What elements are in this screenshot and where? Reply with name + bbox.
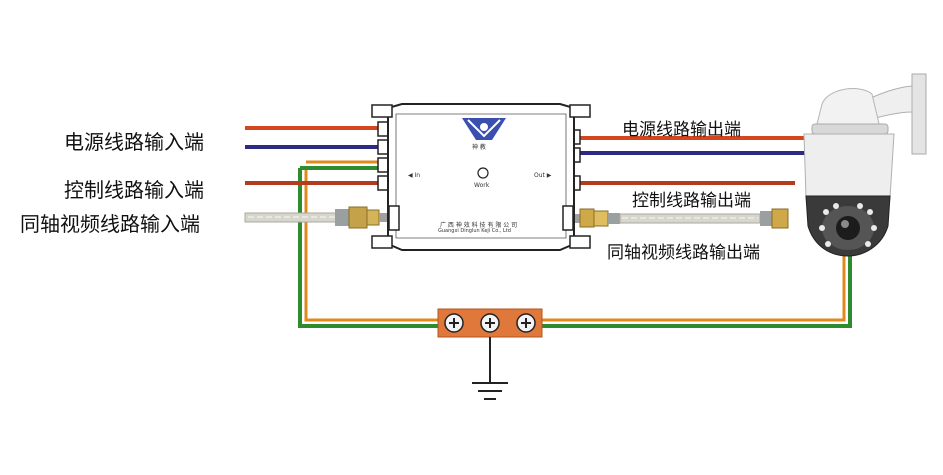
coax-output-label: 同轴视频线路输出端 [607, 243, 760, 263]
control-output-label: 控制线路输出端 [632, 191, 751, 211]
company-cn-label: 广 西 神 效 科 技 有 限 公 司 [440, 222, 518, 229]
surge-protector-device [371, 103, 591, 251]
bnc-connector-icon [760, 208, 789, 229]
coax-input-label: 同轴视频线路输入端 [20, 212, 200, 236]
ptz-dome-camera-icon [803, 73, 927, 257]
brand-label: 神 教 [472, 144, 486, 151]
terminal-screw-icon [480, 313, 500, 333]
power-output-label: 电源线路输出端 [622, 120, 741, 140]
control-input-label: 控制线路输入端 [64, 178, 204, 202]
terminal-screw-icon [516, 313, 536, 333]
power-input-wires [245, 126, 380, 149]
company-en-label: Guangxi Dinglun Keji Co., Ltd [438, 228, 511, 234]
terminal-screw-icon [444, 313, 464, 333]
bnc-connector-icon [335, 206, 389, 229]
work-label: Work [474, 182, 490, 189]
wolf-logo-icon [462, 118, 506, 140]
coax-input-cable [244, 206, 389, 229]
bnc-connector-icon [579, 208, 620, 228]
ground-symbol-icon [472, 337, 508, 400]
out-port-label: Out ▶ [534, 172, 552, 179]
power-output-wires [580, 136, 805, 155]
power-input-label: 电源线路输入端 [64, 130, 204, 154]
in-port-label: ◀ In [408, 172, 421, 179]
work-indicator-led [477, 167, 489, 179]
coax-output-cable [570, 208, 789, 229]
ground-terminal-block [437, 308, 543, 338]
